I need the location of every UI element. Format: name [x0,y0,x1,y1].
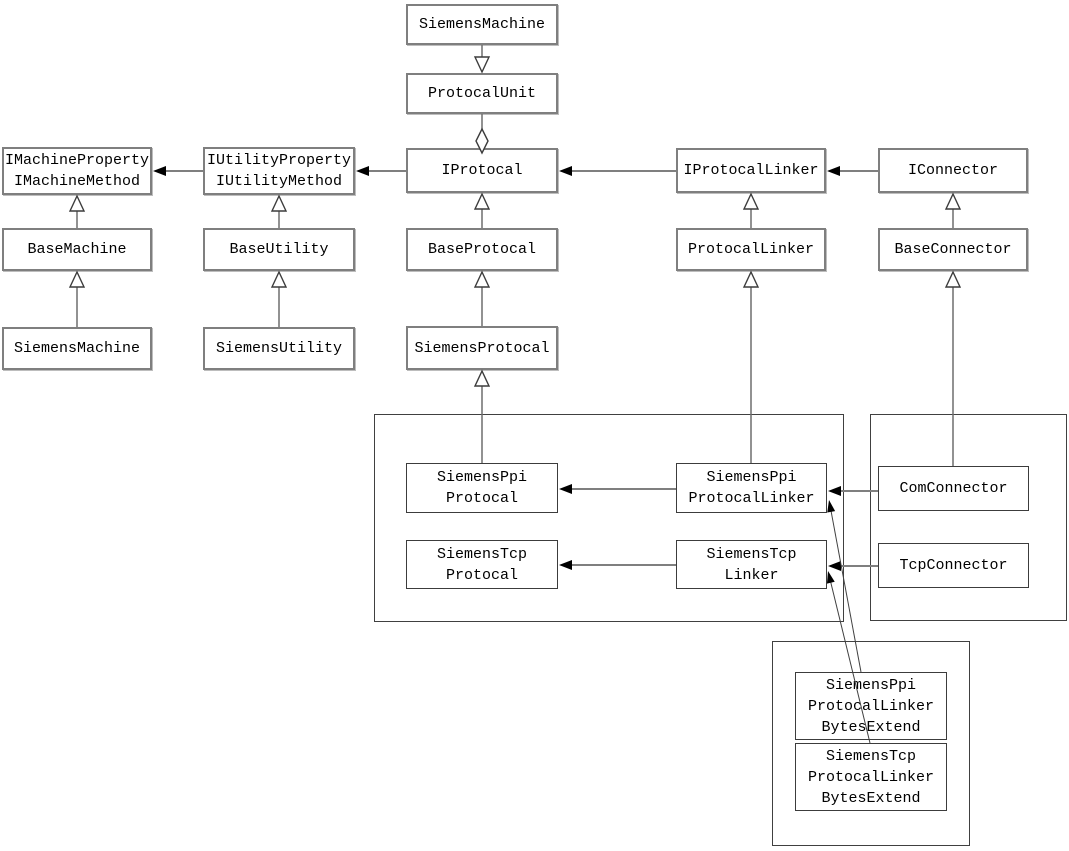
inherit-siemensprotocal-to-baseprotocal-hollow-triangle [473,270,491,288]
class-box-base-connector: BaseConnector [878,228,1028,271]
dep-iprotocal-to-iutilityproperty-filled-arrowhead [356,166,369,176]
inherit-baseutility-to-iutilityproperty-hollow-triangle [270,194,288,212]
class-box-protocal-unit: ProtocalUnit [406,73,558,114]
dep-iconnector-to-iprotocallinker-filled-arrowhead [827,166,840,176]
inherit-baseprotocal-to-iprotocal-hollow-triangle [473,192,491,210]
inherit-ppiprotocallinker-to-protocallinker-hollow-triangle [742,270,760,288]
class-box-base-protocal: BaseProtocal [406,228,558,271]
class-box-siemens-tcp-linker: SiemensTcp Linker [676,540,827,589]
dep-iutilityproperty-to-imachineproperty-filled-arrowhead [153,166,166,176]
connector-group-box [870,414,1067,621]
inherit-siemensutility-to-baseutility-hollow-triangle [270,270,288,288]
class-box-siemens-protocal: SiemensProtocal [406,326,558,370]
class-box-tcp-connector: TcpConnector [878,543,1029,588]
class-box-iprotocal-linker: IProtocalLinker [676,148,826,193]
inherit-siemensppiprotocal-to-siemensprotocal-hollow-triangle [473,369,491,387]
class-box-siemens-tcp-protocal: SiemensTcp Protocal [406,540,558,589]
class-box-imachine-property: IMachineProperty IMachineMethod [2,147,152,195]
class-box-siemens-ppi-protocal: SiemensPpi Protocal [406,463,558,513]
class-box-base-utility: BaseUtility [203,228,355,271]
class-box-siemens-machine-top: SiemensMachine [406,4,558,45]
inherit-basemachine-to-imachineproperty-hollow-triangle [68,194,86,212]
class-box-base-machine: BaseMachine [2,228,152,271]
inherit-siemensmachine-to-basemachine-hollow-triangle [68,270,86,288]
dep-iprotocallinker-to-iprotocal-filled-arrowhead [559,166,572,176]
class-box-iconnector: IConnector [878,148,1028,193]
bytes-extend-group-box [772,641,970,846]
inherit-siemensmachine-to-protocalunit-hollow-triangle [473,56,491,74]
class-box-iutility-property: IUtilityProperty IUtilityMethod [203,147,355,195]
class-box-siemens-tcp-protocal-linker-bytes-extend: SiemensTcp ProtocalLinker BytesExtend [795,743,947,811]
class-box-iprotocal: IProtocal [406,148,558,193]
inherit-protocallinker-to-iprotocallinker-hollow-triangle [742,192,760,210]
inherit-comconnector-to-baseconnector-hollow-triangle [944,270,962,288]
class-box-protocal-linker: ProtocalLinker [676,228,826,271]
inherit-baseconnector-to-iconnector-hollow-triangle [944,192,962,210]
protocal-group-box [374,414,844,622]
class-box-siemens-machine: SiemensMachine [2,327,152,370]
class-box-com-connector: ComConnector [878,466,1029,511]
class-box-siemens-ppi-protocal-linker-bytes-extend: SiemensPpi ProtocalLinker BytesExtend [795,672,947,740]
class-box-siemens-utility: SiemensUtility [203,327,355,370]
class-box-siemens-ppi-protocal-linker: SiemensPpi ProtocalLinker [676,463,827,513]
